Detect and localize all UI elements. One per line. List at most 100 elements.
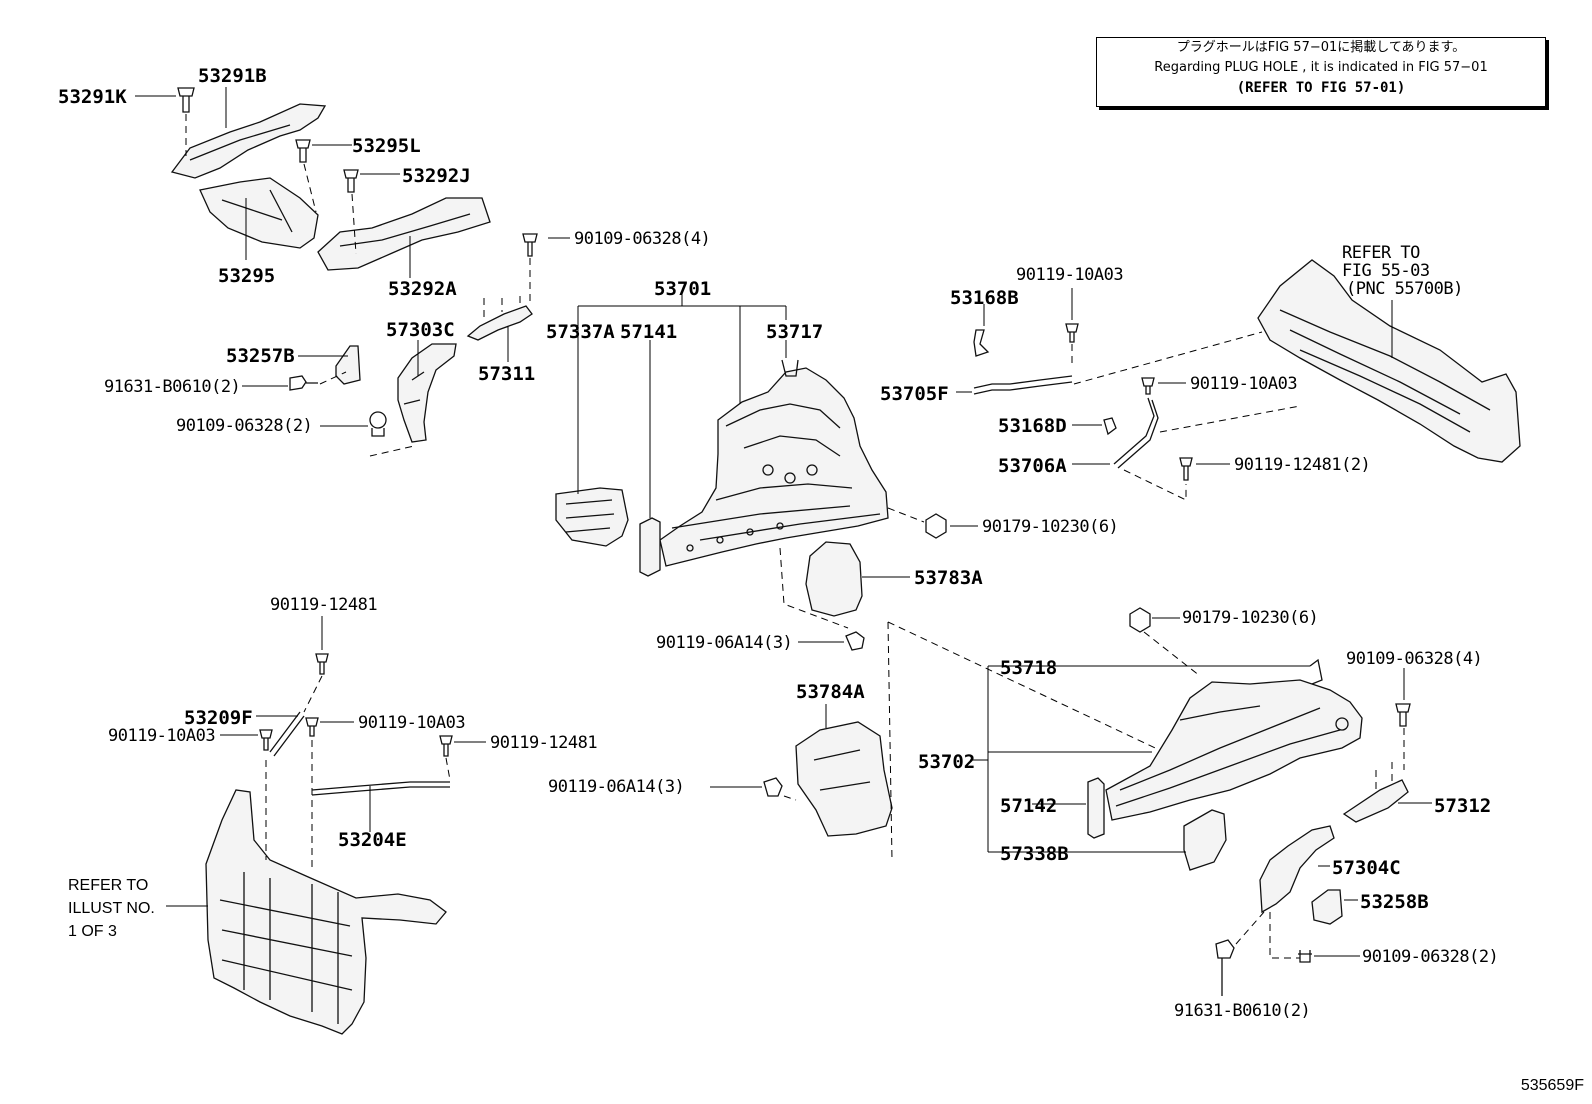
note-refer: (REFER TO FIG 57-01)	[1236, 80, 1406, 96]
nut-icon-90179-a	[925, 513, 947, 539]
bolt-icon-90119-10A03-c	[259, 729, 273, 751]
bolt-icon-90119-06A14-b	[763, 777, 783, 797]
label-57337A: 57337A	[546, 321, 615, 343]
label-53783A: 53783A	[914, 567, 983, 589]
bolt-icon-90109-top	[522, 233, 538, 257]
label-90119-10A03-a: 90119-10A03	[1016, 265, 1123, 285]
note-japanese: プラグホールはFIG 57−01に掲載してあります。	[1176, 40, 1466, 55]
part-53209F-brace	[269, 711, 305, 757]
bolt-icon-90119-12481-right	[1179, 457, 1193, 481]
label-90109-06328-4-b: 90109-06328(4)	[1346, 649, 1482, 669]
part-57304C-gusset	[1259, 825, 1335, 914]
part-55700B-cowl-panel	[1257, 259, 1521, 463]
part-53783A-shield	[805, 541, 863, 617]
label-57311: 57311	[478, 363, 535, 385]
label-53706A: 53706A	[998, 455, 1067, 477]
part-53291B-cover	[170, 103, 327, 179]
label-53717: 53717	[766, 321, 823, 343]
part-53292A-insulator	[317, 197, 491, 271]
label-57312: 57312	[1434, 795, 1491, 817]
label-90119-12481-2: 90119-12481(2)	[1234, 455, 1370, 475]
bolt-icon-90109-right-bottom	[1298, 950, 1312, 963]
label-53718: 53718	[1000, 657, 1057, 679]
bolt-icon-90119-10A03-a	[1065, 323, 1079, 343]
reference-note-box: プラグホールはFIG 57−01に掲載してあります。 Regarding PLU…	[1096, 37, 1546, 107]
refer-to-top-line2: FIG 55-03	[1342, 261, 1430, 281]
label-53702: 53702	[918, 751, 975, 773]
label-53257B: 53257B	[226, 345, 295, 367]
part-53706A-rod	[1113, 397, 1159, 469]
part-57142-plate	[1087, 777, 1105, 839]
part-53701-apron	[659, 367, 889, 567]
part-53257B-bracket	[335, 345, 361, 385]
refer-to-top-line1: REFER TO	[1342, 243, 1420, 263]
bolt-icon-90109-right-top	[1395, 703, 1411, 727]
nut-icon-90109-left	[369, 411, 387, 437]
label-53292J: 53292J	[402, 165, 471, 187]
label-90119-06A14-a: 90119-06A14(3)	[656, 633, 792, 653]
note-english: Regarding PLUG HOLE , it is indicated in…	[1154, 60, 1488, 75]
part-53258B-bracket	[1311, 889, 1343, 925]
part-53718-clip	[1309, 658, 1323, 685]
label-91631-B0610-b: 91631-B0610(2)	[1174, 1001, 1310, 1021]
label-53291B: 53291B	[198, 65, 267, 87]
label-53168D: 53168D	[998, 415, 1067, 437]
label-57338B: 57338B	[1000, 843, 1069, 865]
label-53204E: 53204E	[338, 829, 407, 851]
refer-to-left-line1: REFER TO	[68, 877, 148, 894]
part-53295-insulator	[199, 177, 319, 249]
part-53168D-clip	[1103, 417, 1117, 436]
part-53784A-shield	[795, 721, 893, 837]
label-57303C: 57303C	[386, 319, 455, 341]
refer-to-top-line3: (PNC 55700B)	[1346, 279, 1463, 299]
bolt-icon-90119-12481-b	[439, 735, 453, 757]
label-57304C: 57304C	[1332, 857, 1401, 879]
label-90119-06A14-b: 90119-06A14(3)	[548, 777, 684, 797]
label-91631-B0610-a: 91631-B0610(2)	[104, 377, 240, 397]
part-53702-apron	[1105, 679, 1363, 821]
label-90179-10230-a: 90179-10230(6)	[982, 517, 1118, 537]
nut-icon-90179-b	[1129, 607, 1151, 633]
bolt-icon-91631-left	[289, 375, 318, 391]
label-90179-10230-b: 90179-10230(6)	[1182, 608, 1318, 628]
bolt-icon-90119-12481-a	[315, 653, 329, 675]
refer-to-left-line2: ILLUST NO.	[68, 900, 155, 917]
label-57142: 57142	[1000, 795, 1057, 817]
label-90119-10A03-b: 90119-10A03	[1190, 374, 1297, 394]
part-57312-bracket	[1342, 762, 1409, 823]
label-53705F: 53705F	[880, 383, 949, 405]
clip-icon-53291K	[177, 87, 195, 113]
figure-number: 535659F	[1520, 1077, 1584, 1094]
bolt-icon-90119-10A03-d	[305, 717, 319, 737]
bolt-icon-90119-06A14-a	[845, 631, 865, 651]
label-53291K: 53291K	[58, 86, 127, 108]
label-90119-12481-a: 90119-12481	[270, 595, 377, 615]
part-57141-plate	[639, 517, 661, 577]
refer-to-left-line3: 1 OF 3	[68, 923, 117, 940]
bolt-icon-90119-10A03-b	[1141, 377, 1155, 395]
part-57311-bracket	[466, 296, 533, 341]
label-53784A: 53784A	[796, 681, 865, 703]
clip-icon-53292J	[343, 169, 359, 193]
part-53168B-clip	[973, 329, 990, 357]
label-90119-10A03-c: 90119-10A03	[108, 726, 215, 746]
label-90109-06328-2-b: 90109-06328(2)	[1362, 947, 1498, 967]
part-53705F-rod	[973, 375, 1073, 395]
part-57337A-bracket	[555, 487, 629, 547]
label-90119-10A03-d: 90119-10A03	[358, 713, 465, 733]
label-53295: 53295	[218, 265, 275, 287]
label-90109-06328-4-a: 90109-06328(4)	[574, 229, 710, 249]
clip-icon-53295L	[295, 139, 311, 163]
part-53717-clip	[781, 359, 799, 377]
bolt-icon-91631-right	[1215, 939, 1235, 996]
label-53292A: 53292A	[388, 278, 457, 300]
part-53204E-rod	[311, 781, 450, 796]
label-53209F: 53209F	[184, 707, 253, 729]
label-57141: 57141	[620, 321, 677, 343]
label-53295L: 53295L	[352, 135, 421, 157]
label-90109-06328-2-a: 90109-06328(2)	[176, 416, 312, 436]
label-90119-12481-b: 90119-12481	[490, 733, 597, 753]
label-53701: 53701	[654, 278, 711, 300]
